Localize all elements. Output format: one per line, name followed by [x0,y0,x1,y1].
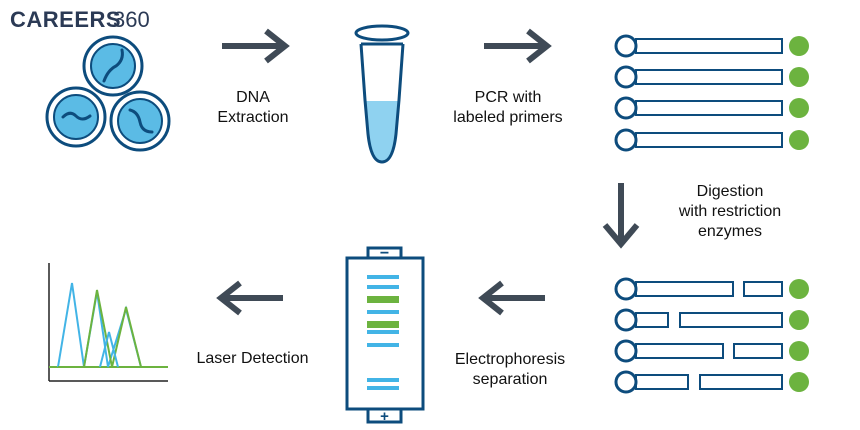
strand-segment [679,312,783,328]
strand-segment [635,132,783,148]
cell-top [82,35,144,97]
primer-circle [614,339,638,363]
arrow-down [602,183,640,249]
digested-fragments [614,277,809,394]
label-pcr: PCR with labeled primers [453,89,563,126]
primer-circle [614,277,638,301]
strand-segment [635,100,783,116]
pcr-tube-icon [354,24,410,164]
primer-circle [614,96,638,120]
blue-small-peak [99,331,119,368]
dna-strand [614,370,809,394]
gel-band [367,310,399,314]
label-dot [789,36,809,56]
label-dot [789,341,809,361]
arrow-right-2 [484,28,552,64]
primer-circle [614,128,638,152]
electropherogram-icon [48,263,168,382]
arrow-left-1 [478,280,545,316]
label-dot [789,372,809,392]
arrow-right-1 [222,28,290,64]
careers360-logo: CAREERS 360 [10,7,150,32]
strand-segment [743,281,783,297]
strand-segment [635,69,783,85]
label-electrophoresis: Electrophoresis separation [454,351,566,388]
label-dot [789,98,809,118]
cell-left [45,86,107,148]
cell-right [109,90,171,152]
logo-number: 360 [113,7,150,32]
gel-positive-symbol: + [380,408,389,425]
dna-strand [614,339,809,363]
dna-strand [614,65,809,89]
gel-band [367,296,399,303]
label-dot [789,67,809,87]
gel-band [367,285,399,289]
arrow-left-2 [216,280,283,316]
gel-band [367,321,399,328]
strand-segment [635,343,724,359]
gel-negative-symbol: − [380,245,389,262]
label-dot [789,310,809,330]
dna-strand [614,128,809,152]
dna-strand [614,34,809,58]
green-trace [58,289,162,368]
label-dna-extraction: DNA Extraction [217,89,289,126]
cells-icon [45,35,171,152]
gel-band [367,378,399,382]
strand-segment [635,281,734,297]
strand-segment [635,374,689,390]
gel-band [367,330,399,334]
primer-circle [614,65,638,89]
gel-band [367,275,399,279]
strand-segment [733,343,783,359]
pcr-products [614,34,809,152]
label-dot [789,279,809,299]
gel-band [367,343,399,347]
dna-strand [614,96,809,120]
label-laser-detection: Laser Detection [196,350,309,367]
primer-circle [614,34,638,58]
dna-strand [614,277,809,301]
strand-segment [699,374,783,390]
strand-segment [635,38,783,54]
logo-name: CAREERS [10,7,121,32]
gel-band [367,386,399,390]
dna-strand [614,308,809,332]
primer-circle [614,370,638,394]
primer-circle [614,308,638,332]
label-dot [789,130,809,150]
gel-icon: − + [345,245,425,425]
label-digestion: Digestion with restriction enzymes [678,183,782,240]
strand-segment [635,312,669,328]
